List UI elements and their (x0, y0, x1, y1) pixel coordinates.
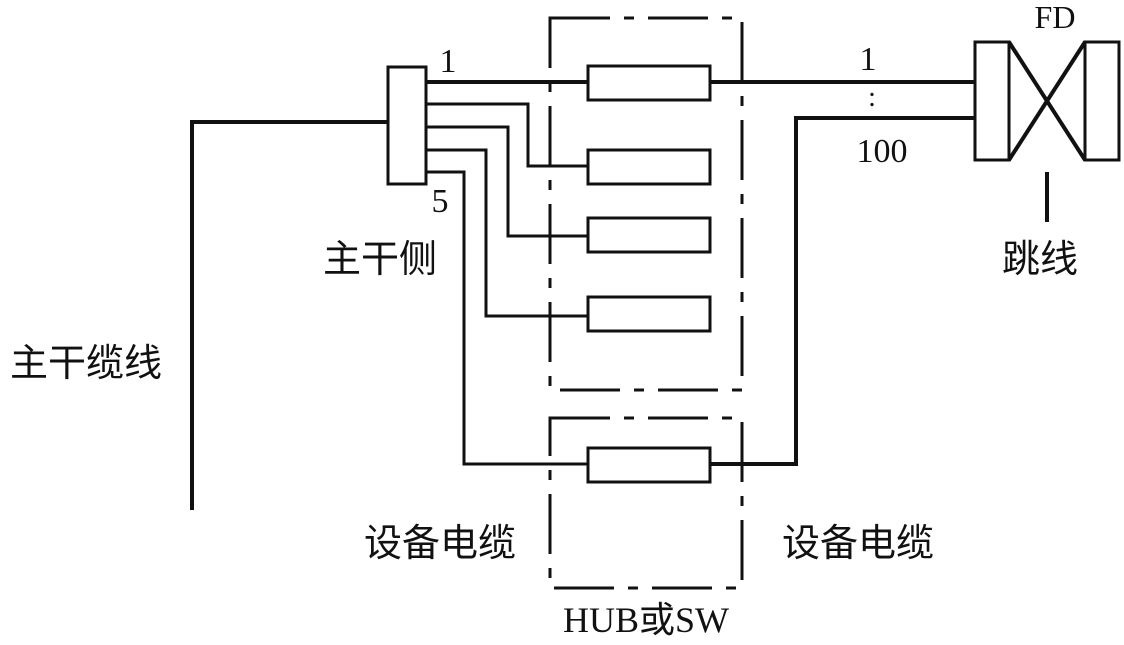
fd-right-block (1083, 40, 1121, 162)
port-5-line (426, 170, 588, 466)
equipment-port-box-3 (586, 216, 712, 254)
port-100-label: 100 (857, 133, 908, 170)
hub-upper-enclosure (548, 16, 744, 392)
trunk-side-label: 主干侧 (323, 237, 437, 281)
trunk-cable-label: 主干缆线 (10, 341, 162, 385)
port-1-left-label: 1 (440, 43, 457, 80)
equipment-port-box-4 (586, 295, 712, 333)
port-5-label: 5 (432, 183, 449, 220)
fd-label: FD (1035, 0, 1076, 35)
trunk-side-panel (386, 65, 428, 186)
port-1-right-label: 1 (860, 41, 877, 78)
equipment-port-box-1 (586, 64, 712, 102)
trunk-cable-line (190, 120, 388, 510)
fd-cross-line-b (1007, 40, 1087, 162)
equipment-port-box-5 (586, 446, 712, 484)
equipment-port-box-2 (586, 148, 712, 186)
port-2-line (426, 102, 588, 168)
fd-left-block (973, 40, 1011, 162)
hub-or-switch-label: HUB或SW (563, 600, 729, 640)
equipment-cable-left-label: 设备电缆 (364, 521, 516, 565)
hub-lower-enclosure (548, 416, 744, 590)
port-100-line (710, 116, 975, 466)
port-3-line (426, 125, 588, 238)
port-dots-label: : (868, 82, 876, 113)
equipment-cable-right-label: 设备电缆 (782, 521, 934, 565)
port-4-line (426, 148, 588, 318)
jumper-label: 跳线 (1002, 237, 1078, 281)
